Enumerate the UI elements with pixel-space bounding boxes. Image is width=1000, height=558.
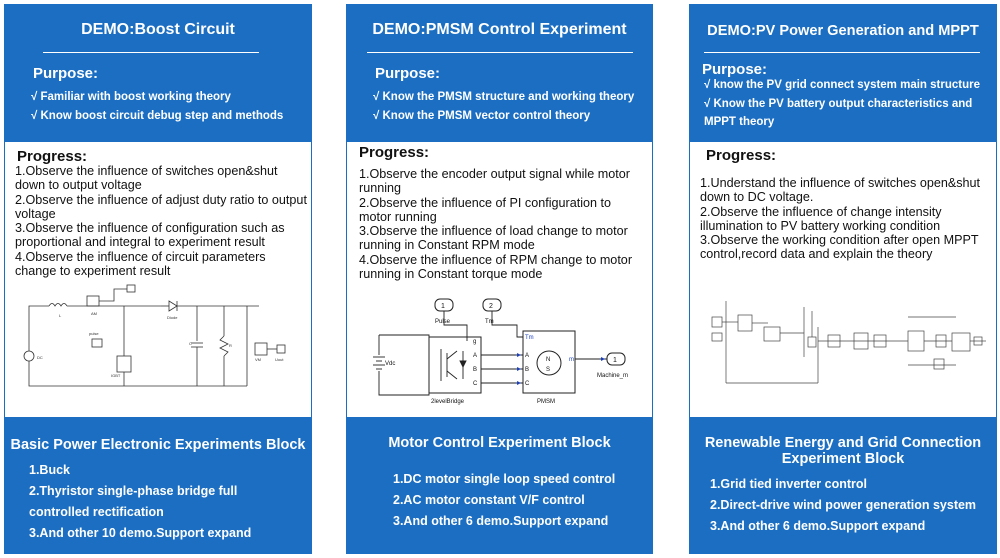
progress-item: 2.Observe the influence of adjust duty r… (15, 192, 307, 221)
bridge-port-b: B (473, 367, 477, 373)
block-panel: Motor Control Experiment Block 1.DC moto… (347, 417, 652, 553)
port-c: C (525, 381, 530, 387)
svg-text:VM: VM (255, 357, 261, 362)
block-list: 1.Grid tied inverter control 2.Direct-dr… (710, 474, 994, 537)
block-item: 1.Buck (29, 463, 70, 477)
card-header-panel: DEMO:PV Power Generation and MPPT Purpos… (690, 5, 996, 142)
progress-item: 3.Observe the influence of load change t… (359, 224, 628, 253)
title-divider (367, 52, 633, 53)
title-divider (43, 52, 259, 53)
progress-heading: Progress: (359, 144, 430, 161)
card-pmsm-control: DEMO:PMSM Control Experiment Purpose: √ … (346, 4, 653, 554)
port-a: A (525, 353, 529, 359)
port-g: g (473, 339, 476, 345)
block-list: 1.Buck 2.Thyristor single-phase bridge f… (29, 460, 299, 544)
svg-text:C: C (189, 341, 192, 346)
card-title: DEMO:PV Power Generation and MPPT (707, 23, 979, 39)
bridge-port-c: C (473, 381, 478, 387)
progress-item: 1.Understand the influence of switches o… (700, 176, 981, 205)
pmsm-diagram: 1 2 1 Pulse Tm Vdc 2levelBridge PMSM Mac… (373, 298, 628, 405)
progress-item: 3.Observe the working condition after op… (700, 233, 979, 262)
card-title: DEMO:PMSM Control Experiment (372, 21, 627, 38)
progress-item: 4.Observe the influence of RPM change to… (359, 252, 633, 282)
svg-text:pulse: pulse (89, 331, 99, 336)
out-num: 1 (613, 357, 617, 364)
block-title: Motor Control Experiment Block (388, 435, 611, 451)
progress-list: 1.Observe the influence of switches open… (15, 164, 307, 278)
bridge-label: 2levelBridge (431, 399, 465, 405)
port-b: B (525, 367, 529, 373)
purpose-heading: Purpose: (33, 65, 99, 82)
tm-num: 2 (489, 303, 493, 310)
purpose-list: √ know the PV grid connect system main s… (704, 76, 986, 132)
bridge-block (428, 336, 482, 394)
card-pv-mppt: DEMO:PV Power Generation and MPPT Purpos… (689, 4, 997, 554)
svg-text:Diode: Diode (167, 315, 178, 320)
purpose-heading: Purpose: (702, 61, 768, 78)
progress-list: 1.Understand the influence of switches o… (700, 176, 990, 262)
purpose-list: √ Familiar with boost working theory √ K… (31, 88, 283, 126)
svg-text:IGBT: IGBT (111, 373, 121, 378)
machine-label: Machine_m (597, 373, 628, 379)
svg-text:AM: AM (91, 311, 97, 316)
pulse-num: 1 (441, 303, 445, 310)
block-panel: Basic Power Electronic Experiments Block… (5, 417, 311, 553)
progress-item: 1.Observe the influence of switches open… (15, 164, 278, 193)
pmsm-label: PMSM (537, 399, 555, 405)
purpose-item: √ Know boost circuit debug step and meth… (31, 110, 284, 122)
svg-text:Uout: Uout (275, 357, 284, 362)
progress-item: 2.Observe the influence of change intens… (700, 204, 942, 233)
block-item: 2.Direct-drive wind power generation sys… (710, 498, 977, 512)
title-divider (704, 52, 980, 53)
progress-item: 1.Observe the encoder output signal whil… (359, 167, 630, 196)
tm-port: Tm (525, 335, 534, 341)
progress-list: 1.Observe the encoder output signal whil… (359, 167, 645, 281)
progress-heading: Progress: (706, 147, 777, 164)
card-title: DEMO:Boost Circuit (81, 21, 235, 38)
motor-n: N (546, 357, 550, 363)
block-item: 3.And other 10 demo.Support expand (29, 526, 252, 540)
progress-item: 2.Observe the influence of PI configurat… (359, 195, 612, 224)
vdc-label: Vdc (385, 361, 395, 367)
motor-s: S (546, 367, 550, 373)
boost-circuit-diagram: L AM Diode IGBT pulse C R VM Uout DC (23, 284, 286, 387)
card-header-panel: DEMO:Boost Circuit Purpose: √ Familiar w… (5, 5, 311, 142)
tm-label: Tm (485, 319, 494, 325)
block-item: 2.Thyristor single-phase bridge full con… (29, 484, 238, 519)
progress-item: 3.Observe the influence of configuration… (15, 221, 285, 250)
block-item: 2.AC motor constant V/F control (393, 493, 585, 507)
card-boost-circuit: DEMO:Boost Circuit Purpose: √ Familiar w… (4, 4, 312, 554)
svg-text:R: R (229, 343, 232, 348)
progress-heading: Progress: (17, 148, 88, 165)
purpose-heading: Purpose: (375, 65, 441, 82)
svg-text:L: L (59, 313, 62, 318)
purpose-list: √ Know the PMSM structure and working th… (373, 88, 634, 126)
pv-system-diagram (711, 301, 986, 384)
purpose-item: √ Know the PV battery output characteris… (704, 98, 973, 128)
block-item: 1.DC motor single loop speed control (393, 472, 616, 486)
block-panel: Renewable Energy and Grid Connection Exp… (690, 417, 996, 553)
m-port: m (569, 357, 574, 363)
svg-text:DC: DC (37, 355, 43, 360)
block-title: Renewable Energy and Grid Connection Exp… (704, 435, 982, 467)
purpose-item: √ Know the PMSM structure and working th… (373, 91, 635, 103)
pulse-label: Pulse (435, 319, 451, 325)
card-header-panel: DEMO:PMSM Control Experiment Purpose: √ … (347, 5, 652, 142)
purpose-item: √ Know the PMSM vector control theory (373, 110, 591, 122)
block-title: Basic Power Electronic Experiments Block (10, 437, 306, 453)
block-list: 1.DC motor single loop speed control 2.A… (393, 469, 643, 532)
purpose-item: √ Familiar with boost working theory (31, 91, 231, 103)
bridge-port-a: A (473, 353, 477, 359)
block-item: 3.And other 6 demo.Support expand (710, 519, 926, 533)
purpose-item: √ know the PV grid connect system main s… (704, 79, 980, 91)
block-item: 1.Grid tied inverter control (710, 477, 867, 491)
block-item: 3.And other 6 demo.Support expand (393, 514, 609, 528)
progress-item: 4.Observe the influence of circuit param… (15, 249, 266, 279)
